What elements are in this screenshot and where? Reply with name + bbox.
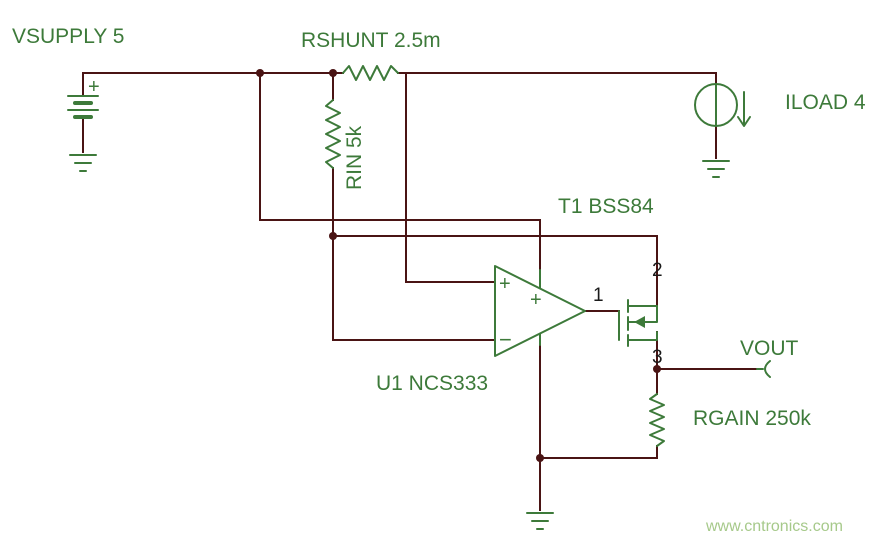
opamp-minus-input-sign: − (499, 327, 512, 352)
rgain-resistor-symbol (649, 393, 665, 447)
wire-top-rail (82, 72, 717, 85)
junctions (256, 69, 661, 462)
opamp-supply-sign: + (530, 289, 542, 311)
ground-symbol-opamp (526, 512, 554, 530)
opamp-symbol (494, 265, 586, 357)
battery-symbol (67, 95, 99, 119)
fet-drain-pin-number: 3 (652, 347, 663, 368)
vsupply-label: VSUPPLY 5 (12, 25, 124, 48)
junction-dot (329, 69, 337, 77)
ground-symbol-battery (69, 154, 97, 172)
rin-resistor-symbol (325, 99, 341, 169)
junction-dot (536, 454, 544, 462)
iload-label: ILOAD 4 (785, 91, 866, 114)
fet-source-pin-number: 2 (652, 260, 663, 281)
vout-terminal-symbol (756, 360, 771, 378)
rin-label: RIN 5k (343, 125, 366, 190)
junction-dot (329, 232, 337, 240)
opamp-plus-input-sign: + (499, 273, 511, 295)
rshunt-resistor-symbol (342, 65, 399, 81)
watermark-text: www.cntronics.com (705, 518, 843, 535)
wire-fet-source (332, 235, 658, 307)
vout-label: VOUT (740, 337, 799, 360)
battery-plus-sign: + (88, 76, 100, 98)
mosfet-symbol (618, 299, 658, 347)
u1-label: U1 NCS333 (376, 372, 488, 395)
t1-label: T1 BSS84 (558, 195, 654, 218)
rshunt-label: RSHUNT 2.5m (301, 29, 441, 52)
junction-dot (653, 365, 661, 373)
opamp-output-pin-number: 1 (593, 285, 604, 306)
current-source-symbol (694, 83, 751, 127)
ground-symbol-load (702, 160, 730, 178)
wire-supply-feed (259, 72, 541, 271)
rgain-label: RGAIN 250k (693, 407, 811, 430)
junction-dot (256, 69, 264, 77)
wire-plus-input (405, 72, 496, 283)
wires (82, 72, 758, 511)
wire-rin-bottom (332, 167, 496, 341)
wire-rgain-bottom (539, 445, 658, 459)
